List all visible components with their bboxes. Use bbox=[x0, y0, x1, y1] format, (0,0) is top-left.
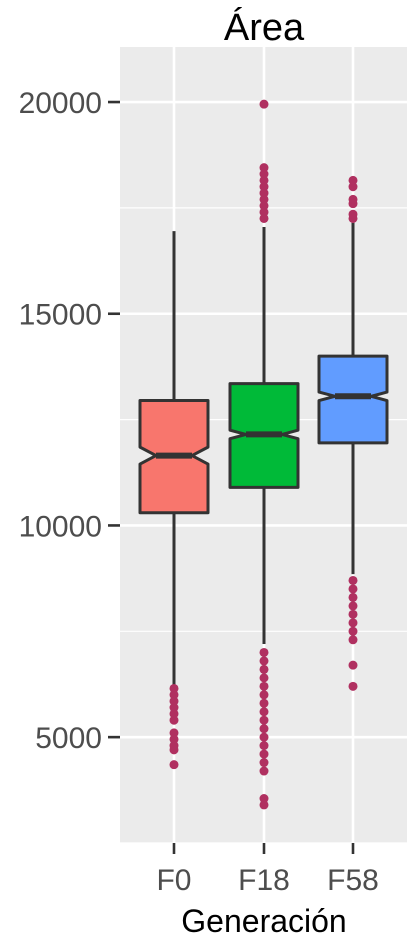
outlier-point bbox=[348, 635, 358, 645]
y-tick-label: 5000 bbox=[35, 722, 102, 755]
outlier-point bbox=[259, 690, 269, 700]
outlier-point bbox=[348, 575, 358, 585]
outlier-point bbox=[348, 194, 358, 204]
outlier-point bbox=[259, 175, 269, 185]
outlier-point bbox=[348, 182, 358, 192]
outlier-point bbox=[348, 626, 358, 636]
outlier-point bbox=[259, 647, 269, 657]
y-axis-tick-labels: 5000 10000 15000 20000 bbox=[19, 87, 102, 755]
outlier-point bbox=[169, 728, 179, 738]
outlier-point bbox=[259, 766, 269, 776]
box-F58 bbox=[317, 175, 389, 691]
box-body bbox=[317, 354, 389, 445]
outlier-point bbox=[259, 732, 269, 742]
x-axis-label: Generación bbox=[181, 903, 346, 939]
outlier-point bbox=[348, 609, 358, 619]
outlier-point bbox=[169, 760, 179, 770]
outlier-point bbox=[348, 601, 358, 611]
outlier-point bbox=[348, 592, 358, 602]
outlier-point bbox=[169, 683, 179, 693]
outlier-point bbox=[169, 709, 179, 719]
y-tick-label: 10000 bbox=[19, 510, 102, 543]
x-axis-tick-labels: F0 F18 F58 bbox=[156, 864, 378, 897]
outlier-point bbox=[259, 169, 269, 179]
box-F0 bbox=[138, 231, 210, 770]
outlier-point bbox=[169, 734, 179, 744]
outlier-point bbox=[259, 673, 269, 683]
outlier-point bbox=[259, 182, 269, 192]
outlier-point bbox=[259, 724, 269, 734]
outlier-point bbox=[169, 690, 179, 700]
chart-title: Área bbox=[224, 6, 305, 49]
outlier-point bbox=[259, 213, 269, 223]
outlier-point bbox=[259, 656, 269, 666]
outlier-point bbox=[169, 741, 179, 751]
y-tick-label: 15000 bbox=[19, 299, 102, 332]
outlier-point bbox=[259, 163, 269, 173]
outlier-point bbox=[348, 660, 358, 670]
box-series bbox=[138, 99, 389, 810]
outlier-point bbox=[259, 194, 269, 204]
outlier-point bbox=[169, 703, 179, 713]
outlier-point bbox=[259, 741, 269, 751]
outlier-point bbox=[259, 207, 269, 217]
outlier-point bbox=[348, 175, 358, 185]
y-tick-label: 20000 bbox=[19, 87, 102, 120]
outlier-point bbox=[259, 707, 269, 717]
outlier-point bbox=[259, 664, 269, 674]
x-tick-label: F58 bbox=[327, 864, 379, 897]
outlier-point bbox=[259, 758, 269, 768]
outlier-point bbox=[259, 698, 269, 708]
axis-ticks bbox=[108, 100, 355, 854]
outlier-point bbox=[348, 681, 358, 691]
outlier-point bbox=[259, 794, 269, 804]
x-tick-label: F0 bbox=[156, 864, 191, 897]
outlier-point bbox=[259, 201, 269, 211]
outlier-point bbox=[259, 715, 269, 725]
x-tick-label: F18 bbox=[238, 864, 290, 897]
outlier-point bbox=[259, 99, 269, 109]
outlier-point bbox=[169, 715, 179, 725]
outlier-point bbox=[259, 188, 269, 198]
outlier-point bbox=[348, 209, 358, 219]
outlier-point bbox=[348, 584, 358, 594]
outlier-point bbox=[259, 749, 269, 759]
outlier-point bbox=[259, 800, 269, 810]
outlier-point bbox=[169, 696, 179, 706]
outlier-point bbox=[259, 681, 269, 691]
box-F18 bbox=[228, 99, 300, 810]
outlier-point bbox=[348, 618, 358, 628]
